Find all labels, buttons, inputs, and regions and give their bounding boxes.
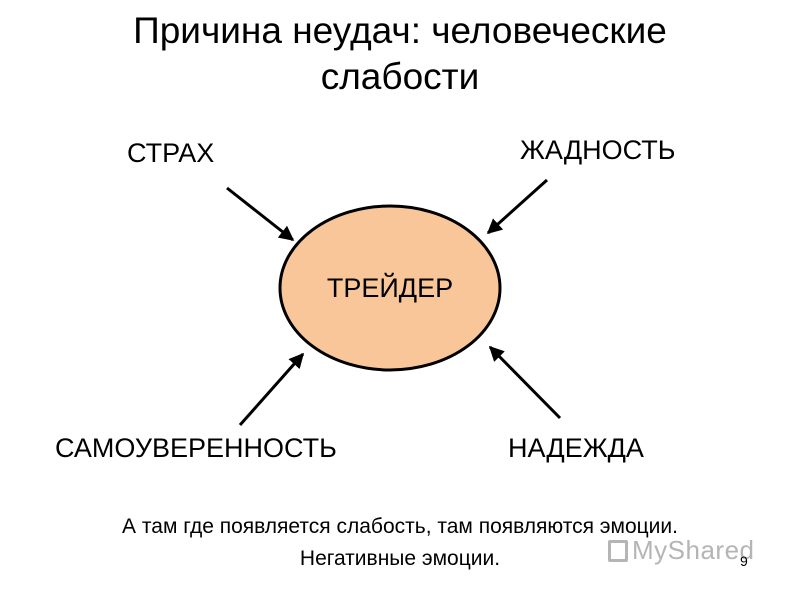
page-number: 9 [740, 553, 748, 569]
greed-arrow [486, 178, 549, 235]
overconfidence-label: САМОУВЕРЕННОСТЬ [55, 433, 337, 463]
hope-label: НАДЕЖДА [508, 433, 644, 463]
fear-label: СТРАХ [127, 138, 215, 168]
watermark: MyShared [608, 535, 755, 566]
watermark-text: MyShared [632, 535, 755, 565]
fear-arrow [226, 186, 295, 242]
hope-arrow [488, 345, 562, 420]
slide-title: Причина неудач: человеческие слабости [0, 8, 800, 100]
presentation-board-icon [608, 540, 628, 562]
trader-ellipse [278, 204, 502, 372]
trader-label: ТРЕЙДЕР [326, 273, 454, 303]
slide-title-line-2: слабости [320, 56, 480, 97]
slide-footer-text: А там где появляется слабость, там появл… [0, 511, 800, 575]
footer-line-1: А там где появляется слабость, там появл… [122, 515, 678, 538]
greed-label: ЖАДНОСТЬ [520, 135, 676, 165]
footer-line-2: Негативные эмоции. [299, 547, 501, 570]
overconfidence-arrow [238, 352, 305, 426]
slide-title-line-1: Причина неудач: человеческие [133, 10, 667, 51]
